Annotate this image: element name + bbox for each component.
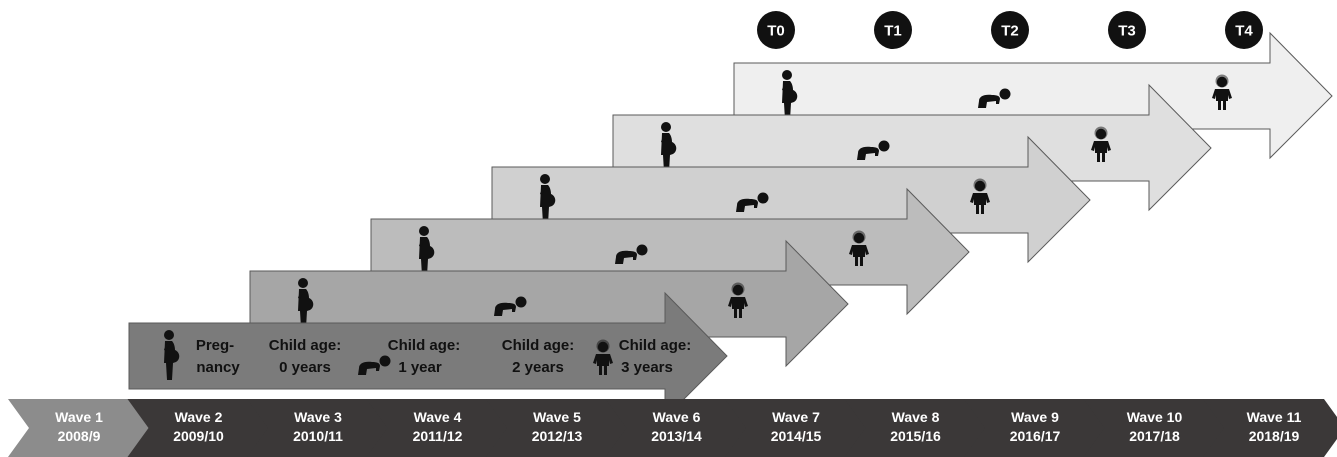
wave-years: 2016/17 xyxy=(1010,428,1061,444)
wave-chevron-shape xyxy=(1203,399,1337,457)
badge-circle xyxy=(1225,11,1263,49)
wave-chevron-shape xyxy=(725,399,867,457)
wave-name: Wave 9 xyxy=(1011,409,1059,425)
wave-name: Wave 7 xyxy=(772,409,820,425)
badge-circle xyxy=(1108,11,1146,49)
wave-years: 2011/12 xyxy=(413,428,463,444)
wave-chevron-shape xyxy=(247,399,389,457)
wave-chevron-shape xyxy=(605,399,748,457)
wave-name: Wave 4 xyxy=(414,409,462,425)
timepoint-badge-t0: T0 xyxy=(757,11,795,49)
timepoint-label: T0 xyxy=(767,23,785,40)
badge-circle xyxy=(874,11,912,49)
wave-chevron-shape xyxy=(366,399,509,457)
wave-chevron-11: Wave 11 2018/19 xyxy=(1203,399,1337,457)
cohort-arrow-shape xyxy=(128,291,728,420)
timepoint-badges: T0 T1 T2 T3 T4 xyxy=(757,11,1263,49)
wave-name: Wave 2 xyxy=(175,409,223,425)
wave-chevron-8: Wave 8 2015/16 xyxy=(844,399,987,457)
age3-label-line2: 3 years xyxy=(621,359,673,376)
wave-chevron-shape xyxy=(8,399,150,457)
wave-chevron-9: Wave 9 2016/17 xyxy=(964,399,1106,457)
wave-chevron-shape xyxy=(844,399,987,457)
wave-chevron-10: Wave 10 2017/18 xyxy=(1083,399,1226,457)
pregnancy-label-line2: nancy xyxy=(196,359,240,376)
badge-circle xyxy=(991,11,1029,49)
age2-label-line1: Child age: xyxy=(502,337,575,354)
wave-years: 2008/9 xyxy=(58,428,101,444)
cohort-arrows xyxy=(128,31,1333,420)
wave-chevron-2: Wave 2 2009/10 xyxy=(127,399,270,457)
badge-circle xyxy=(757,11,795,49)
age3-label-line1: Child age: xyxy=(619,337,692,354)
timepoint-badge-t1: T1 xyxy=(874,11,912,49)
timepoint-label: T1 xyxy=(884,23,902,40)
wave-years: 2018/19 xyxy=(1249,428,1300,444)
wave-chevron-7: Wave 7 2014/15 xyxy=(725,399,867,457)
wave-name: Wave 10 xyxy=(1127,409,1183,425)
timepoint-label: T2 xyxy=(1001,23,1019,40)
wave-chevron-shape xyxy=(1083,399,1226,457)
pregnancy-label-line1: Preg- xyxy=(196,337,234,354)
cohort-1-labels: Preg- nancy Child age: 0 years Child age… xyxy=(196,337,691,376)
wave-name: Wave 3 xyxy=(294,409,342,425)
wave-chevron-4: Wave 4 2011/12 xyxy=(366,399,509,457)
age0-label-line1: Child age: xyxy=(269,337,342,354)
wave-name: Wave 6 xyxy=(653,409,701,425)
timepoint-badge-t3: T3 xyxy=(1108,11,1146,49)
timepoint-badge-t4: T4 xyxy=(1225,11,1263,49)
wave-chevron-shape xyxy=(486,399,628,457)
wave-years: 2015/16 xyxy=(890,428,941,444)
wave-chevron-6: Wave 6 2013/14 xyxy=(605,399,748,457)
wave-chevron-shape xyxy=(964,399,1106,457)
timepoint-label: T3 xyxy=(1118,23,1136,40)
wave-name: Wave 11 xyxy=(1247,409,1302,425)
age1-label-line2: 1 year xyxy=(398,359,442,376)
wave-years: 2013/14 xyxy=(651,428,702,444)
wave-chevron-1: Wave 1 2008/9 xyxy=(8,399,150,457)
wave-years: 2017/18 xyxy=(1129,428,1180,444)
wave-name: Wave 5 xyxy=(533,409,581,425)
wave-chevron-shape xyxy=(127,399,270,457)
wave-years: 2012/13 xyxy=(532,428,583,444)
cohort-arrow-1 xyxy=(128,291,728,420)
timepoint-label: T4 xyxy=(1235,23,1253,40)
wave-name: Wave 8 xyxy=(892,409,940,425)
wave-chevron-5: Wave 5 2012/13 xyxy=(486,399,628,457)
wave-chevron-3: Wave 3 2010/11 xyxy=(247,399,389,457)
wave-years: 2009/10 xyxy=(173,428,224,444)
age1-label-line1: Child age: xyxy=(388,337,461,354)
wave-name: Wave 1 xyxy=(55,409,103,425)
age0-label-line2: 0 years xyxy=(279,359,331,376)
wave-years: 2010/11 xyxy=(293,428,343,444)
age2-label-line2: 2 years xyxy=(512,359,564,376)
wave-years: 2014/15 xyxy=(771,428,822,444)
timepoint-badge-t2: T2 xyxy=(991,11,1029,49)
